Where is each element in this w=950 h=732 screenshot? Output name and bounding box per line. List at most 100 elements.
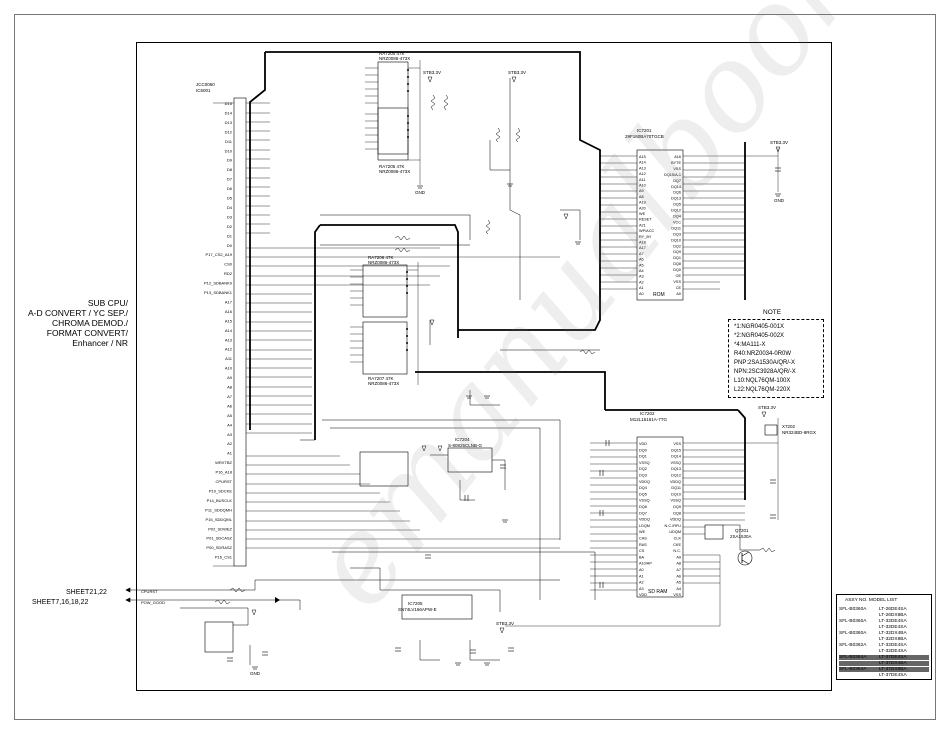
sdram-pin-label: DQ13 <box>671 467 681 471</box>
block-description: SUB CPU/ A-D CONVERT / YC SEP./ CHROMA D… <box>0 298 128 348</box>
note-line: *1:NGR0405-001X <box>734 324 785 330</box>
cpu-pin-label: A12 <box>225 347 233 352</box>
sdram-pin-label: A4 <box>676 587 681 591</box>
q7201-part-label: 2SA1530A <box>730 534 752 539</box>
rom-pin-label: A9 <box>639 189 644 193</box>
note-line: NPN:2SC3928A/QR/-X <box>734 369 796 375</box>
power-label: STB3.3V <box>508 70 526 75</box>
sdram-pin-label: A10/AP <box>639 562 652 566</box>
cpu-pin-label: P17_CS2_A19 <box>206 252 233 257</box>
cpu-pin-label: D8 <box>227 167 233 172</box>
rom-pin-label: RY_BY <box>639 235 652 239</box>
ic7204-part-label: S-80825CLNB-G <box>448 443 483 448</box>
x7202-ref-label: X7202 <box>782 424 796 429</box>
cpu-pin-label: A15 <box>225 318 233 323</box>
cpu-pin-label: P16_A18 <box>216 470 233 475</box>
crystal-body <box>704 524 724 540</box>
rom-pin-label: DQ9 <box>673 250 681 254</box>
cpu-pin-label: D4 <box>227 205 233 210</box>
cpu-pin-label: P16_CS1 <box>215 555 233 560</box>
rom-pin-label: DQ15/A-1 <box>664 173 681 177</box>
cpu-pin-label: CPURST <box>216 479 233 484</box>
model-name: LT-26DX8BA <box>879 613 907 618</box>
rom-pin-label: A0 <box>639 292 644 296</box>
rom-pin-label: A6 <box>639 258 644 262</box>
cpu-pin-label: D3 <box>227 214 233 219</box>
sdram-pin-label: DQ15 <box>671 448 681 452</box>
cpu-pin-label: A9 <box>227 375 233 380</box>
assy-number: SFL-B0364A <box>839 655 867 660</box>
model-name: LT-37DE4SA <box>879 655 907 660</box>
sdram-pin-label: RAS <box>639 543 647 547</box>
sdram-pin-label: VSS <box>673 593 681 597</box>
rom-pin-label: WP/ACC <box>639 229 654 233</box>
sdram-pin-label: VDDQ <box>670 518 681 522</box>
rom-ref-label: IC7201 <box>637 128 652 133</box>
sdram-part-label: M12L16161A-7TG <box>630 417 668 422</box>
sdram-pin-label: A7 <box>676 568 681 572</box>
model-list-header: ASSY NO. MODEL LIST <box>845 598 898 603</box>
rom-part-label: 29F160BA70TGCB <box>625 134 664 139</box>
rom-pin-labels-left: A15A14A13A12A11A10A9A8A19A20WERESETA21WP… <box>639 155 654 296</box>
sdram-pin-label: DQ4 <box>639 486 647 490</box>
sdram-pin-label: CAS <box>639 537 647 541</box>
cpu-pin-label: A13 <box>225 337 233 342</box>
sdram-pin-label: DQ12 <box>671 474 681 478</box>
q7201-ref-label: Q7201 <box>735 528 749 533</box>
model-list-row: LT-32DE4SA <box>839 625 929 630</box>
cpu-pin-labels: D15D14D13D12D11D10D9D8D7D6D5D4D3D2D1D0P1… <box>204 101 233 560</box>
sdram-pin-labels-left: VDDDQ0DQ1VSSQDQ2DQ3VDDQDQ4DQ5VSSQDQ6DQ7V… <box>639 442 652 597</box>
cpu-pin-label: D9 <box>227 158 233 163</box>
cpu-pin-label: P15_SDDQML <box>206 517 233 522</box>
rom-pin-label: DQ3 <box>673 232 681 236</box>
rom-body <box>636 149 684 301</box>
cpu-pin-label: P00_SDRASZ <box>206 545 232 550</box>
cpu-pin-label: D13 <box>225 120 233 125</box>
resistor-pack <box>359 451 409 487</box>
cpu-pin-label: P02_SDWEZ <box>208 526 232 531</box>
sdram-pin-label: A2 <box>639 581 644 585</box>
sheet-ref-b: SHEET7,16,18,22 <box>32 599 89 606</box>
sdram-body <box>636 436 684 598</box>
cpu-pin-label: P14_BUSCLK <box>207 498 233 503</box>
ic7204-ref-label: IC7204 <box>455 437 470 442</box>
rom-pin-label: DQ12 <box>671 209 681 213</box>
rom-pin-label: DQ6 <box>673 191 681 195</box>
cpu-pin-label: A8 <box>227 385 233 390</box>
rom-pin-label: A20 <box>639 206 646 210</box>
note-line: R40:NRZ0034-0R0W <box>734 351 792 357</box>
sdram-pin-label: DQ5 <box>639 492 647 496</box>
rom-pin-label: A5 <box>639 263 644 267</box>
sdram-pin-label: A0 <box>639 568 644 572</box>
sdram-pin-label: N.C. <box>673 549 681 553</box>
block-description-line: Enhancer / NR <box>72 338 128 348</box>
note-line: L10:NQL76QM-100X <box>734 378 791 384</box>
model-name: LT-37DX4BA <box>879 661 907 666</box>
rom-pin-label: A17 <box>639 246 646 250</box>
assy-number: SFL-B0360A <box>839 619 867 624</box>
cpu-pin-label: P01_SDCASZ <box>206 536 232 541</box>
cpu-pin-label: A17 <box>225 299 233 304</box>
rom-pin-label: A14 <box>639 161 646 165</box>
cpu-pin-label: A1 <box>227 451 233 456</box>
sdram-pin-label: DQ14 <box>671 455 681 459</box>
rom-pin-label: VCC <box>673 220 681 224</box>
note-line: L22:NQL76QM-220X <box>734 387 791 393</box>
cpu-ic-body <box>233 97 247 567</box>
model-name: LT-37DE4SA <box>879 673 907 678</box>
model-name: LT-32DE4SA <box>879 625 907 630</box>
rom-pin-label: A0 <box>676 292 681 296</box>
bus-line <box>265 51 601 331</box>
sdram-pin-label: A6 <box>676 574 681 578</box>
rom-pin-label: A8 <box>639 195 644 199</box>
rom-pin-label: BYTE <box>671 161 681 165</box>
sdram-pin-label: DQ2 <box>639 467 647 471</box>
ra7206-body <box>362 264 408 318</box>
note-line: *2:NGR0405-002X <box>734 333 785 339</box>
model-list-row: LT-32DX8BA <box>839 637 929 642</box>
model-list-row: LT-37DE4SA <box>839 673 929 678</box>
